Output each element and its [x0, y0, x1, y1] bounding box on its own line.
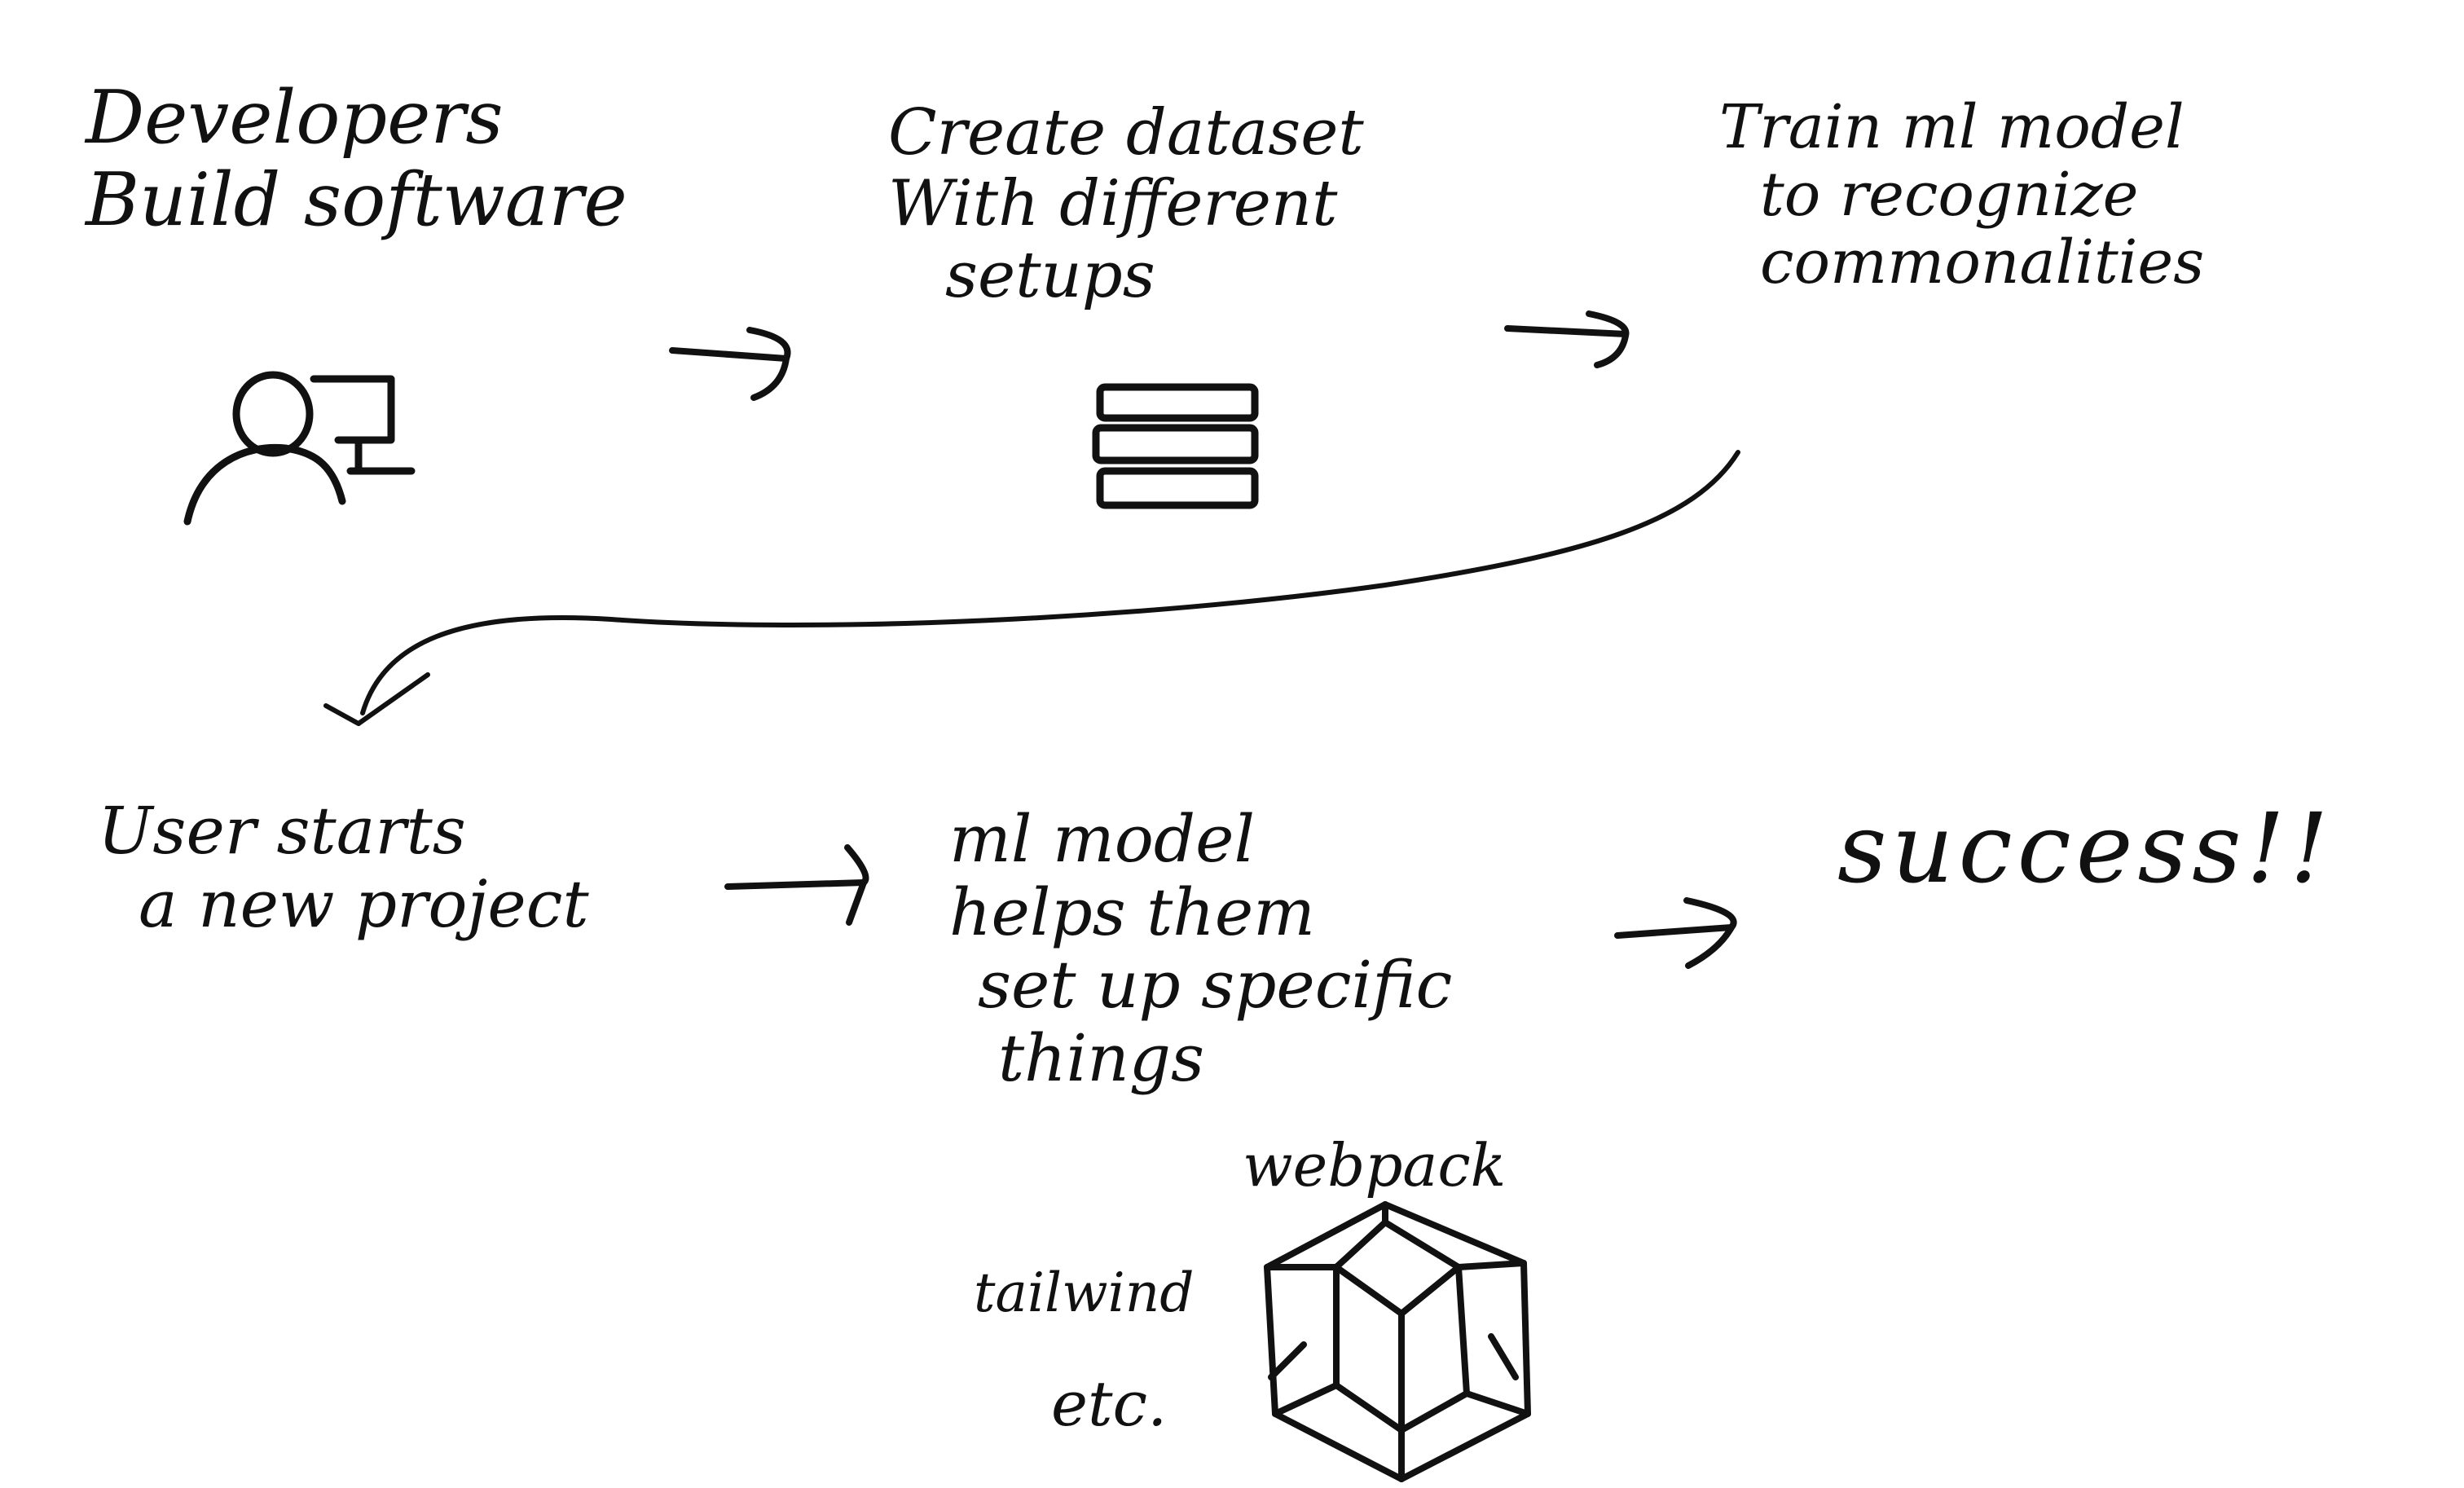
person-at-computer-icon [183, 371, 416, 526]
arrow-ml-to-success [1614, 897, 1737, 969]
step-ml-helps-line-3: set up specific [978, 947, 1453, 1024]
arrow-developers-to-dataset [669, 327, 791, 401]
step-train-text: Train ml model to recognize commonalitie… [1719, 94, 2204, 297]
example-webpack-label: webpack [1243, 1131, 1507, 1200]
step-ml-helps-line-1: ml model [949, 801, 1256, 877]
step-success-text: success!! [1837, 795, 2334, 902]
stacked-layers-icon [1092, 383, 1259, 509]
example-tailwind-label: tailwind [974, 1261, 1195, 1324]
step-developers-line-2: Build software [86, 156, 627, 243]
step-success-line-1: success!! [1837, 792, 2334, 905]
example-etc-label: etc. [1051, 1367, 1168, 1440]
step-ml-helps-line-2: helps them [949, 874, 1316, 950]
step-dataset-line-1: Create dataset [888, 96, 1364, 169]
step-train-line-2: to recognize [1760, 159, 2139, 230]
arrow-train-to-user [323, 450, 1740, 726]
step-developers-line-1: Developers [86, 75, 504, 161]
step-ml-helps-text: ml model helps them set up specific thin… [949, 803, 1452, 1094]
arrow-user-to-ml [724, 844, 869, 926]
step-dataset-text: Create dataset With different setups [888, 96, 1364, 312]
step-train-line-3: commonalities [1760, 227, 2205, 297]
step-dataset-line-3: setups [945, 238, 1155, 312]
webpack-cube-icon [1264, 1201, 1531, 1482]
step-ml-helps-line-4: things [998, 1019, 1205, 1096]
step-dataset-line-2: With different [888, 167, 1338, 241]
step-developers-text: Developers Build software [86, 77, 627, 242]
step-user-text: User starts a new project [98, 795, 589, 940]
step-user-line-1: User starts [98, 793, 466, 869]
arrow-dataset-to-train [1504, 310, 1630, 368]
step-user-line-2: a new project [139, 865, 589, 942]
step-train-line-1: Train ml model [1719, 92, 2185, 162]
